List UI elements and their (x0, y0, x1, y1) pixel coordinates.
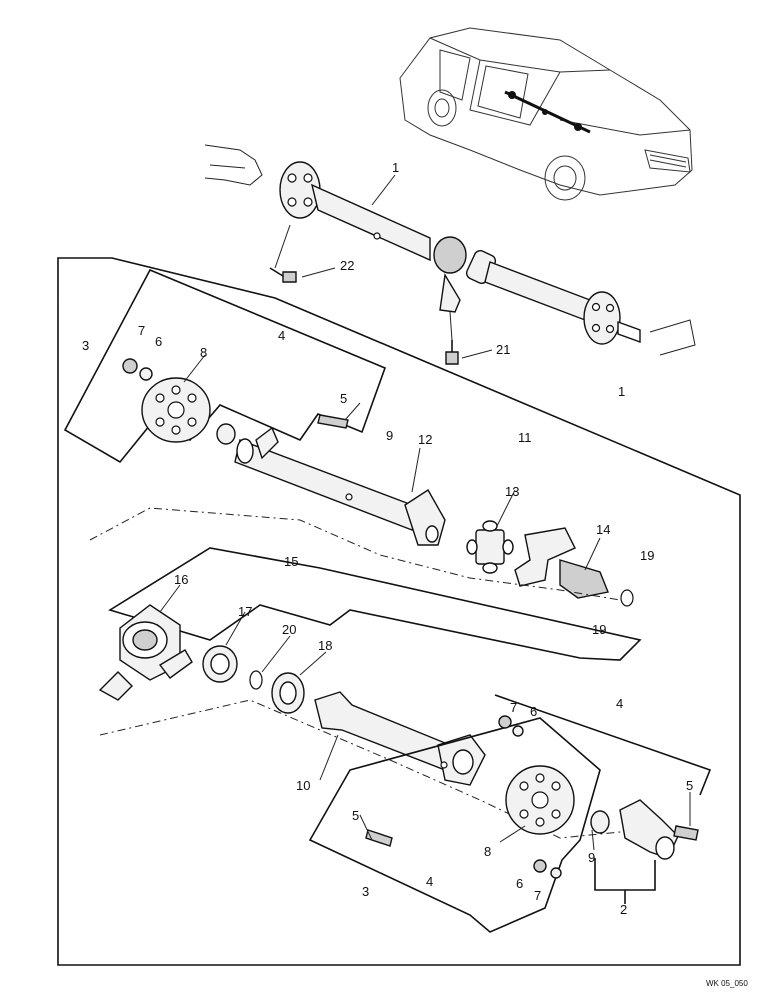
callout-14: 14 (596, 522, 610, 537)
callout-6-top: 6 (155, 334, 162, 349)
rear-shaft-section (314, 691, 486, 786)
callout-3-top: 3 (82, 338, 89, 353)
callout-5-right: 5 (686, 778, 693, 793)
callout-4-right: 4 (616, 696, 623, 711)
figure-code: WK 05_050 (706, 979, 748, 988)
front-shaft-section (234, 426, 446, 546)
callout-19-b: 19 (592, 622, 606, 637)
callout-8-bottom: 8 (484, 844, 491, 859)
universal-joint-spider (466, 520, 514, 574)
callout-22: 22 (340, 258, 354, 273)
rear-coupling-parts (365, 715, 575, 879)
callout-13: 13 (505, 484, 519, 499)
callout-20: 20 (282, 622, 296, 637)
callout-9-top: 9 (386, 428, 393, 443)
subkit-4-outline-right (494, 694, 712, 796)
callout-leaders (159, 174, 691, 851)
callout-8-top: 8 (200, 345, 207, 360)
slip-yoke (514, 527, 634, 607)
subkit-15-outline (108, 547, 642, 661)
callout-7-top: 7 (138, 323, 145, 338)
bearing-and-seal-parts (202, 645, 305, 714)
callout-2: 2 (620, 902, 627, 917)
callout-16: 16 (174, 572, 188, 587)
callout-4-top: 4 (278, 328, 285, 343)
callout-11: 11 (518, 430, 532, 445)
callout-19-a: 19 (640, 548, 654, 563)
center-bearing (98, 604, 193, 701)
kit-frame-outline (57, 257, 741, 966)
subkit-2-bracket (594, 858, 656, 891)
callout-17: 17 (238, 604, 252, 619)
rear-drive-flange (590, 799, 699, 860)
callout-5-mid: 5 (352, 808, 359, 823)
callout-labels: 1 22 21 3 7 6 4 8 5 9 12 11 1 13 14 19 1… (82, 160, 748, 988)
callout-7-right: 7 (510, 700, 517, 715)
callout-18: 18 (318, 638, 332, 653)
callout-15: 15 (284, 554, 298, 569)
callout-5-top: 5 (340, 391, 347, 406)
callout-21: 21 (496, 342, 510, 357)
callout-4-bottom: 4 (426, 874, 433, 889)
callout-9-bottom: 9 (588, 850, 595, 865)
vehicle-location-illustration (399, 27, 693, 201)
assembled-propeller-shaft (204, 144, 696, 365)
callout-12: 12 (418, 432, 432, 447)
callout-1-top: 1 (392, 160, 399, 175)
callout-7-bottom: 7 (534, 888, 541, 903)
callout-1-frame: 1 (618, 384, 625, 399)
subkit-3-outline-top (63, 268, 387, 464)
callout-6-bottom: 6 (516, 876, 523, 891)
callout-10: 10 (296, 778, 310, 793)
front-coupling-parts (122, 358, 349, 445)
subkit-3-outline-bottom (308, 717, 601, 933)
callout-3-bottom: 3 (362, 884, 369, 899)
callout-6-right: 6 (530, 704, 537, 719)
